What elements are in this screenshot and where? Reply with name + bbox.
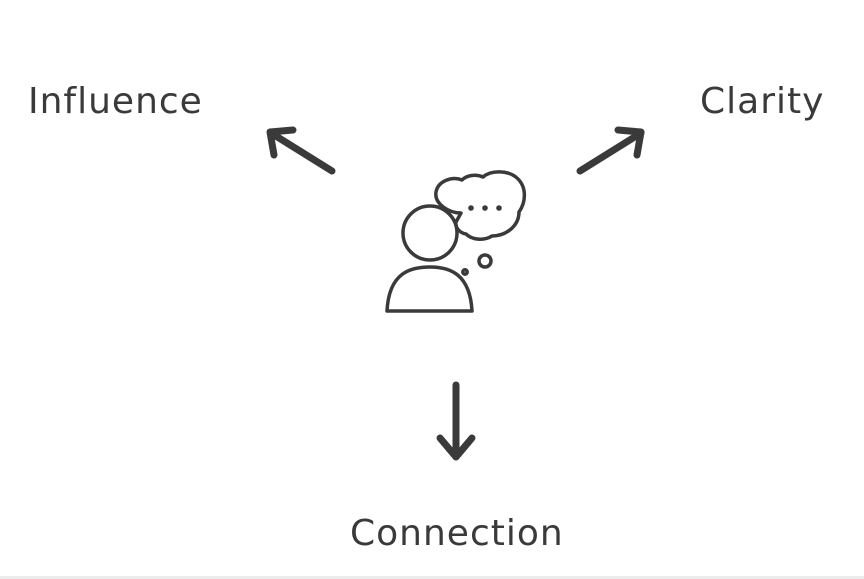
arrow-to-connection-icon bbox=[436, 381, 476, 461]
label-influence: Influence bbox=[28, 81, 203, 122]
label-connection: Connection bbox=[350, 513, 564, 554]
thinking-person-icon bbox=[385, 170, 527, 313]
arrow-to-clarity-icon bbox=[576, 126, 645, 175]
thought-dot-large-icon bbox=[477, 253, 493, 269]
bottom-divider bbox=[0, 576, 864, 579]
ellipsis-icon bbox=[468, 205, 502, 211]
arrow-to-influence-icon bbox=[266, 126, 336, 175]
thought-dot-small-icon bbox=[461, 268, 469, 276]
label-clarity: Clarity bbox=[700, 81, 825, 122]
thought-cloud-icon bbox=[434, 170, 527, 241]
person-head-icon bbox=[401, 204, 459, 262]
person-body-icon bbox=[385, 265, 474, 313]
